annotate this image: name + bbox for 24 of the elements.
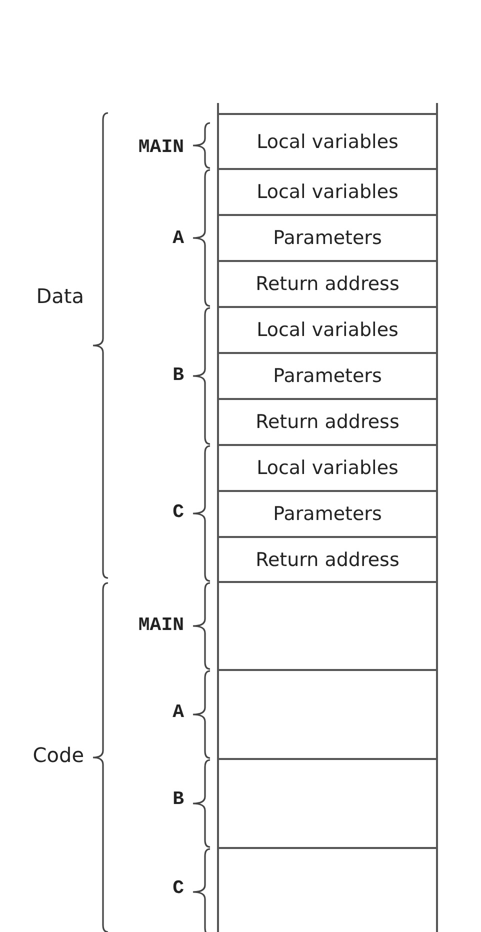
memory-cell: Local variables	[217, 168, 438, 216]
memory-cell: Parameters	[217, 352, 438, 400]
procedure-label: A	[172, 227, 184, 249]
memory-cell: Local variables	[217, 444, 438, 492]
memory-block	[217, 758, 438, 849]
procedure-label: B	[172, 364, 184, 386]
segment-label: Data	[36, 284, 84, 308]
segment-label: Code	[32, 743, 84, 767]
memory-cell: Parameters	[217, 214, 438, 262]
memory-cell: Return address	[217, 536, 438, 583]
procedure-label: MAIN	[138, 614, 184, 636]
memory-cell: Parameters	[217, 490, 438, 538]
procedure-label: C	[172, 501, 184, 523]
memory-block	[217, 669, 438, 760]
memory-cell: Return address	[217, 398, 438, 446]
memory-block	[217, 847, 438, 932]
memory-cell: Local variables	[217, 306, 438, 354]
memory-cell: Return address	[217, 260, 438, 308]
procedure-label: A	[172, 701, 184, 723]
procedure-label: B	[172, 788, 184, 810]
memory-block	[217, 581, 438, 671]
procedure-label: C	[172, 877, 184, 899]
memory-cell: Local variables	[217, 113, 438, 170]
procedure-label: MAIN	[138, 136, 184, 158]
